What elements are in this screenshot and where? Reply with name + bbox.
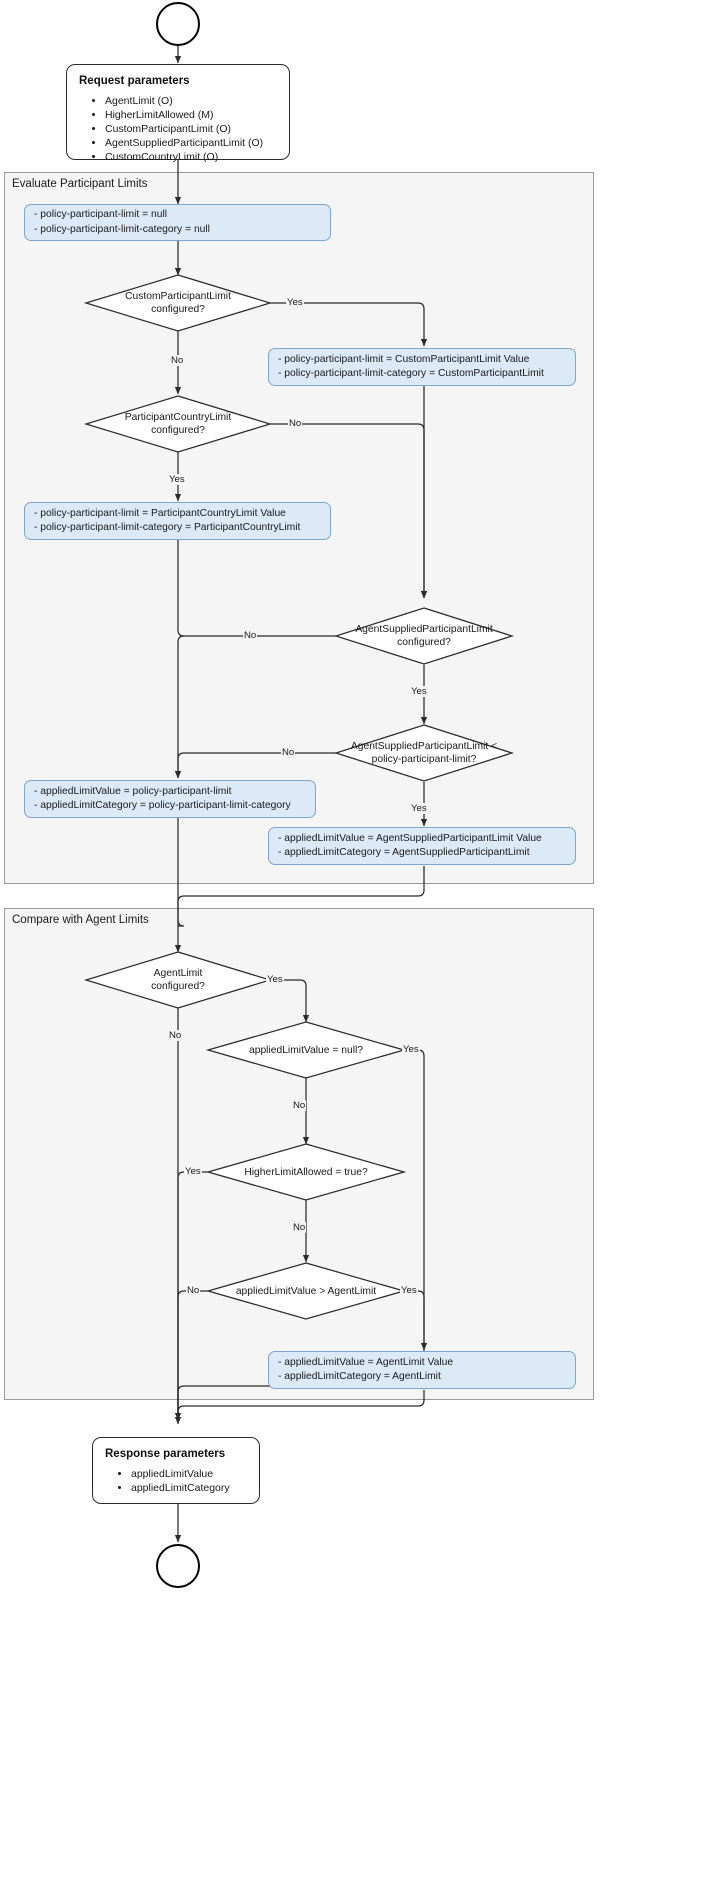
action-line: - policy-participant-limit-category = Pa…: [34, 522, 301, 533]
action-line: - appliedLimitCategory = policy-particip…: [34, 800, 291, 811]
decision-applied-limit-value-is-null: appliedLimitValue = null?: [205, 1021, 407, 1079]
action-applied-limit-from-agent-limit: - appliedLimitValue = AgentLimit Value -…: [268, 1351, 576, 1389]
action-line: - appliedLimitValue = policy-participant…: [34, 785, 232, 797]
group-label-evaluate-participant-limits: Evaluate Participant Limits: [12, 178, 148, 190]
end-terminator: [156, 1544, 200, 1588]
diamond-shape: [333, 607, 515, 665]
diamond-shape: [333, 724, 515, 782]
list-item: AgentLimit (O): [105, 94, 277, 108]
action-line: - policy-participant-limit-category = Cu…: [278, 368, 544, 379]
edge-label-no: No: [292, 1100, 307, 1111]
edge-label-no: No: [186, 1285, 201, 1296]
edge-label-no: No: [292, 1222, 307, 1233]
action-line: - policy-participant-limit = Participant…: [34, 507, 286, 519]
action-line: - appliedLimitValue = AgentSuppliedParti…: [278, 832, 542, 844]
action-line: - appliedLimitValue = AgentLimit Value: [278, 1356, 454, 1368]
list-item: appliedLimitCategory: [131, 1481, 247, 1495]
diamond-shape: [83, 274, 273, 332]
edge-label-no: No: [288, 418, 303, 429]
decision-agent-supplied-participant-limit-configured: AgentSuppliedParticipantLimit configured…: [333, 607, 515, 665]
start-terminator: [156, 2, 200, 46]
diamond-shape: [83, 395, 273, 453]
list-item: CustomCountryLimit (O): [105, 150, 277, 164]
edge-label-yes: Yes: [400, 1285, 418, 1296]
edge-label-yes: Yes: [286, 297, 304, 308]
action-applied-limit-from-policy: - appliedLimitValue = policy-participant…: [24, 780, 316, 818]
action-set-policy-from-participant-country-limit: - policy-participant-limit = Participant…: [24, 502, 331, 540]
request-parameters-list: AgentLimit (O) HigherLimitAllowed (M) Cu…: [79, 94, 277, 164]
diamond-shape: [205, 1262, 407, 1320]
action-init-policy-limits: - policy-participant-limit = null - poli…: [24, 204, 331, 241]
action-line: - policy-participant-limit = null: [34, 209, 168, 220]
diamond-shape: [205, 1021, 407, 1079]
decision-agent-supplied-less-than-policy-limit: AgentSuppliedParticipantLimit < policy-p…: [333, 724, 515, 782]
response-parameters-box: Response parameters appliedLimitValue ap…: [92, 1437, 260, 1504]
diamond-shape: [205, 1143, 407, 1201]
edge-label-yes: Yes: [266, 974, 284, 985]
decision-custom-participant-limit-configured: CustomParticipantLimit configured?: [83, 274, 273, 332]
request-parameters-title: Request parameters: [79, 75, 190, 87]
edge-label-yes: Yes: [402, 1044, 420, 1055]
decision-applied-limit-greater-than-agent-limit: appliedLimitValue > AgentLimit: [205, 1262, 407, 1320]
action-line: - policy-participant-limit = CustomParti…: [278, 353, 530, 365]
action-line: - policy-participant-limit-category = nu…: [34, 223, 210, 235]
edge-label-no: No: [243, 630, 258, 641]
edge-label-yes: Yes: [410, 686, 428, 697]
list-item: AgentSuppliedParticipantLimit (O): [105, 136, 277, 150]
edge-label-no: No: [281, 747, 296, 758]
edge-label-no: No: [168, 1030, 183, 1041]
request-parameters-box: Request parameters AgentLimit (O) Higher…: [66, 64, 290, 163]
action-set-policy-from-custom-participant-limit: - policy-participant-limit = CustomParti…: [268, 348, 576, 386]
response-parameters-title: Response parameters: [105, 1448, 226, 1460]
list-item: appliedLimitValue: [131, 1467, 247, 1481]
action-line: - appliedLimitCategory = AgentLimit: [278, 1371, 441, 1382]
list-item: CustomParticipantLimit (O): [105, 122, 277, 136]
group-label-compare-with-agent-limits: Compare with Agent Limits: [12, 914, 149, 926]
decision-agent-limit-configured: AgentLimit configured?: [83, 951, 273, 1009]
list-item: HigherLimitAllowed (M): [105, 108, 277, 122]
decision-participant-country-limit-configured: ParticipantCountryLimit configured?: [83, 395, 273, 453]
edge-label-yes: Yes: [168, 474, 186, 485]
response-parameters-list: appliedLimitValue appliedLimitCategory: [105, 1467, 247, 1495]
edge-label-no: No: [170, 355, 185, 366]
edge-label-yes: Yes: [410, 803, 428, 814]
edge-label-yes: Yes: [184, 1166, 202, 1177]
diamond-shape: [83, 951, 273, 1009]
decision-higher-limit-allowed: HigherLimitAllowed = true?: [205, 1143, 407, 1201]
action-applied-limit-from-agent-supplied: - appliedLimitValue = AgentSuppliedParti…: [268, 827, 576, 865]
action-line: - appliedLimitCategory = AgentSuppliedPa…: [278, 847, 530, 858]
